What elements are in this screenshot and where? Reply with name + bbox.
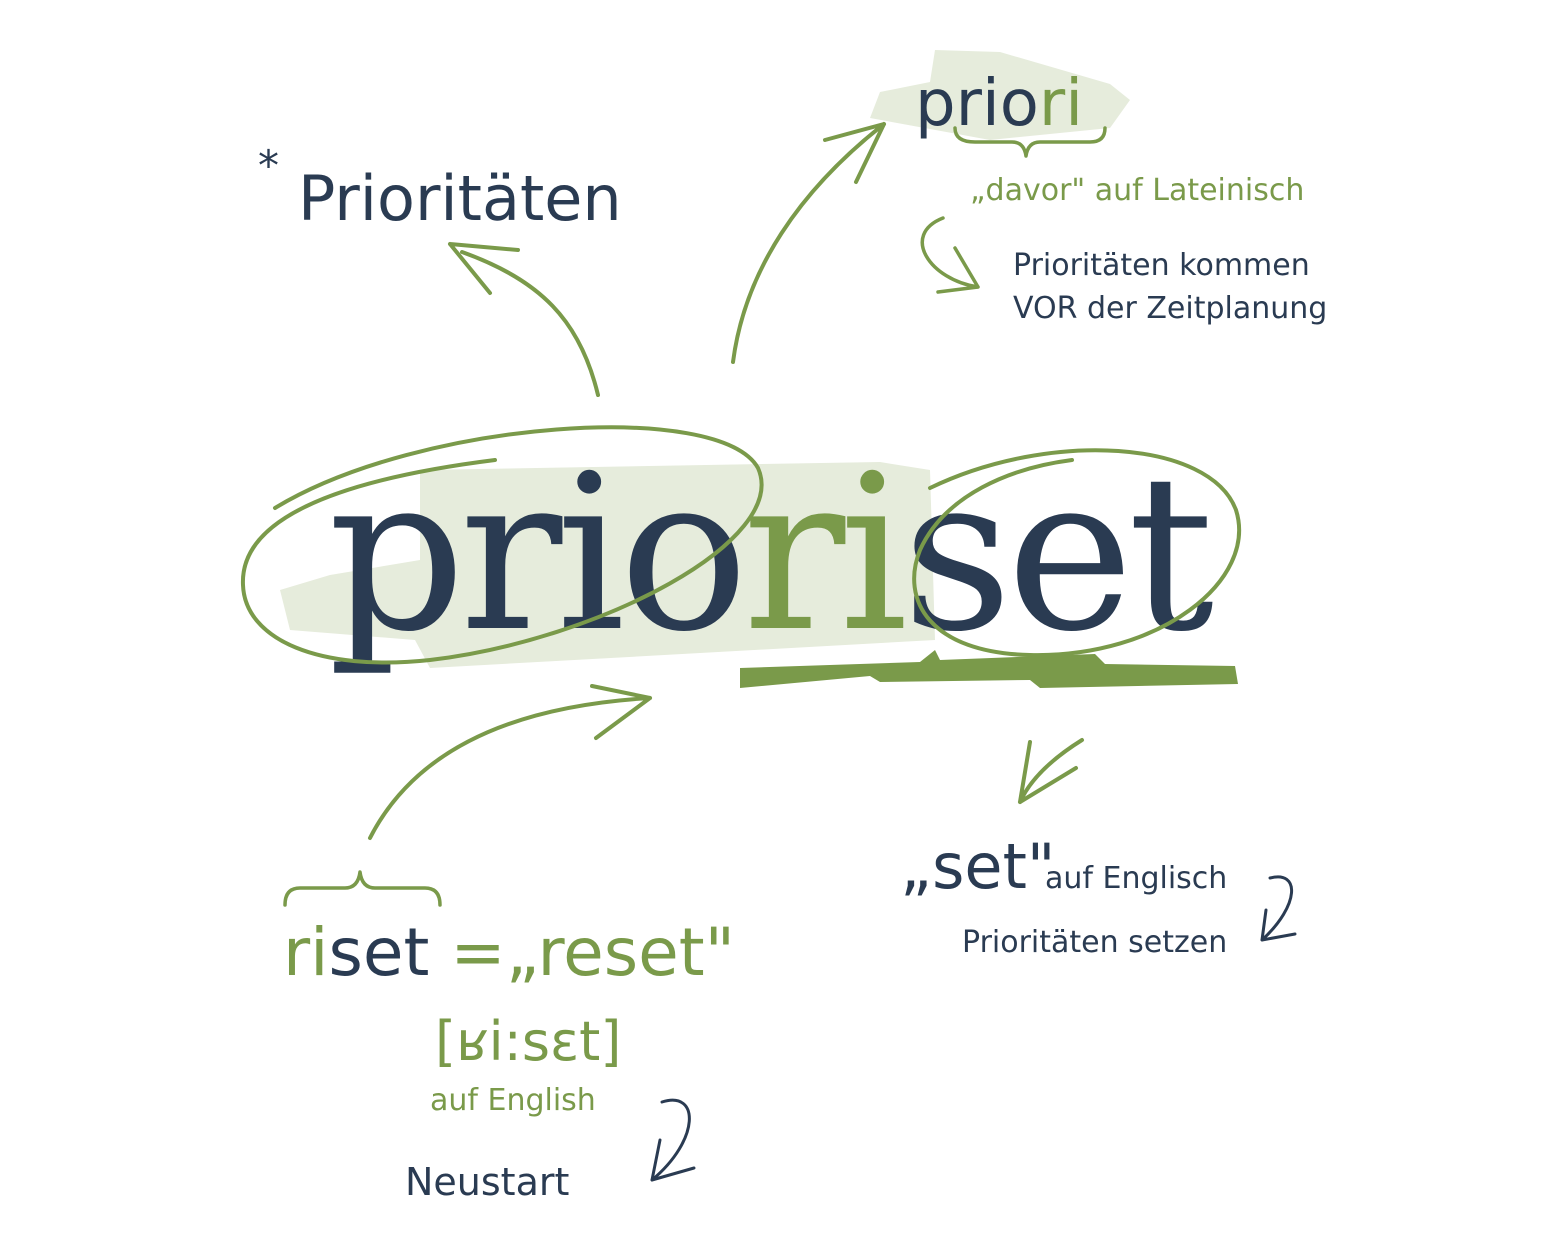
set-word: „set" (900, 830, 1055, 903)
main-word-ri: ri (743, 428, 904, 679)
riset-ri: ri (283, 914, 328, 991)
asterisk: * (258, 141, 279, 190)
note-line2: VOR der Zeitplanung (1013, 291, 1327, 326)
neustart: Neustart (405, 1160, 569, 1204)
gloss-davor: „davor" auf Lateinisch (970, 173, 1304, 208)
arrow-to-set (1018, 738, 1084, 804)
main-word-set: set (902, 428, 1213, 679)
loop-prio (240, 425, 764, 665)
arrow-to-prioritaeten (448, 242, 600, 397)
underline-brush (740, 650, 1238, 688)
auf-english: auf English (430, 1083, 596, 1118)
arrow-to-priori (731, 122, 886, 364)
auf-englisch: auf Englisch (1045, 861, 1227, 896)
main-word-prio: prio (328, 428, 743, 679)
prioritaeten-setzen: Prioritäten setzen (962, 925, 1227, 960)
brace-riset (283, 870, 442, 907)
priori-highlight (870, 50, 1130, 140)
priori-ri: ri (1039, 67, 1083, 141)
brace-priori (953, 126, 1107, 158)
note-line1: Prioritäten kommen (1013, 248, 1310, 283)
phonetic: [ʁi:sɛt] (435, 1010, 621, 1073)
arrow-down-davor (920, 216, 980, 294)
arrow-riset-to-main (368, 684, 652, 840)
label-prioritaeten: Prioritäten (298, 162, 622, 235)
riset-set: set (328, 914, 429, 991)
main-highlight (280, 462, 935, 668)
riset-equals-reset: riset =„reset" (283, 914, 735, 991)
equals-reset: =„reset" (429, 914, 735, 991)
word-priori: priori (915, 67, 1083, 141)
loop-set (912, 448, 1242, 658)
priori-prio: prio (915, 67, 1039, 141)
arrow-neustart (650, 1098, 696, 1182)
arrow-set-meaning (1260, 875, 1297, 942)
